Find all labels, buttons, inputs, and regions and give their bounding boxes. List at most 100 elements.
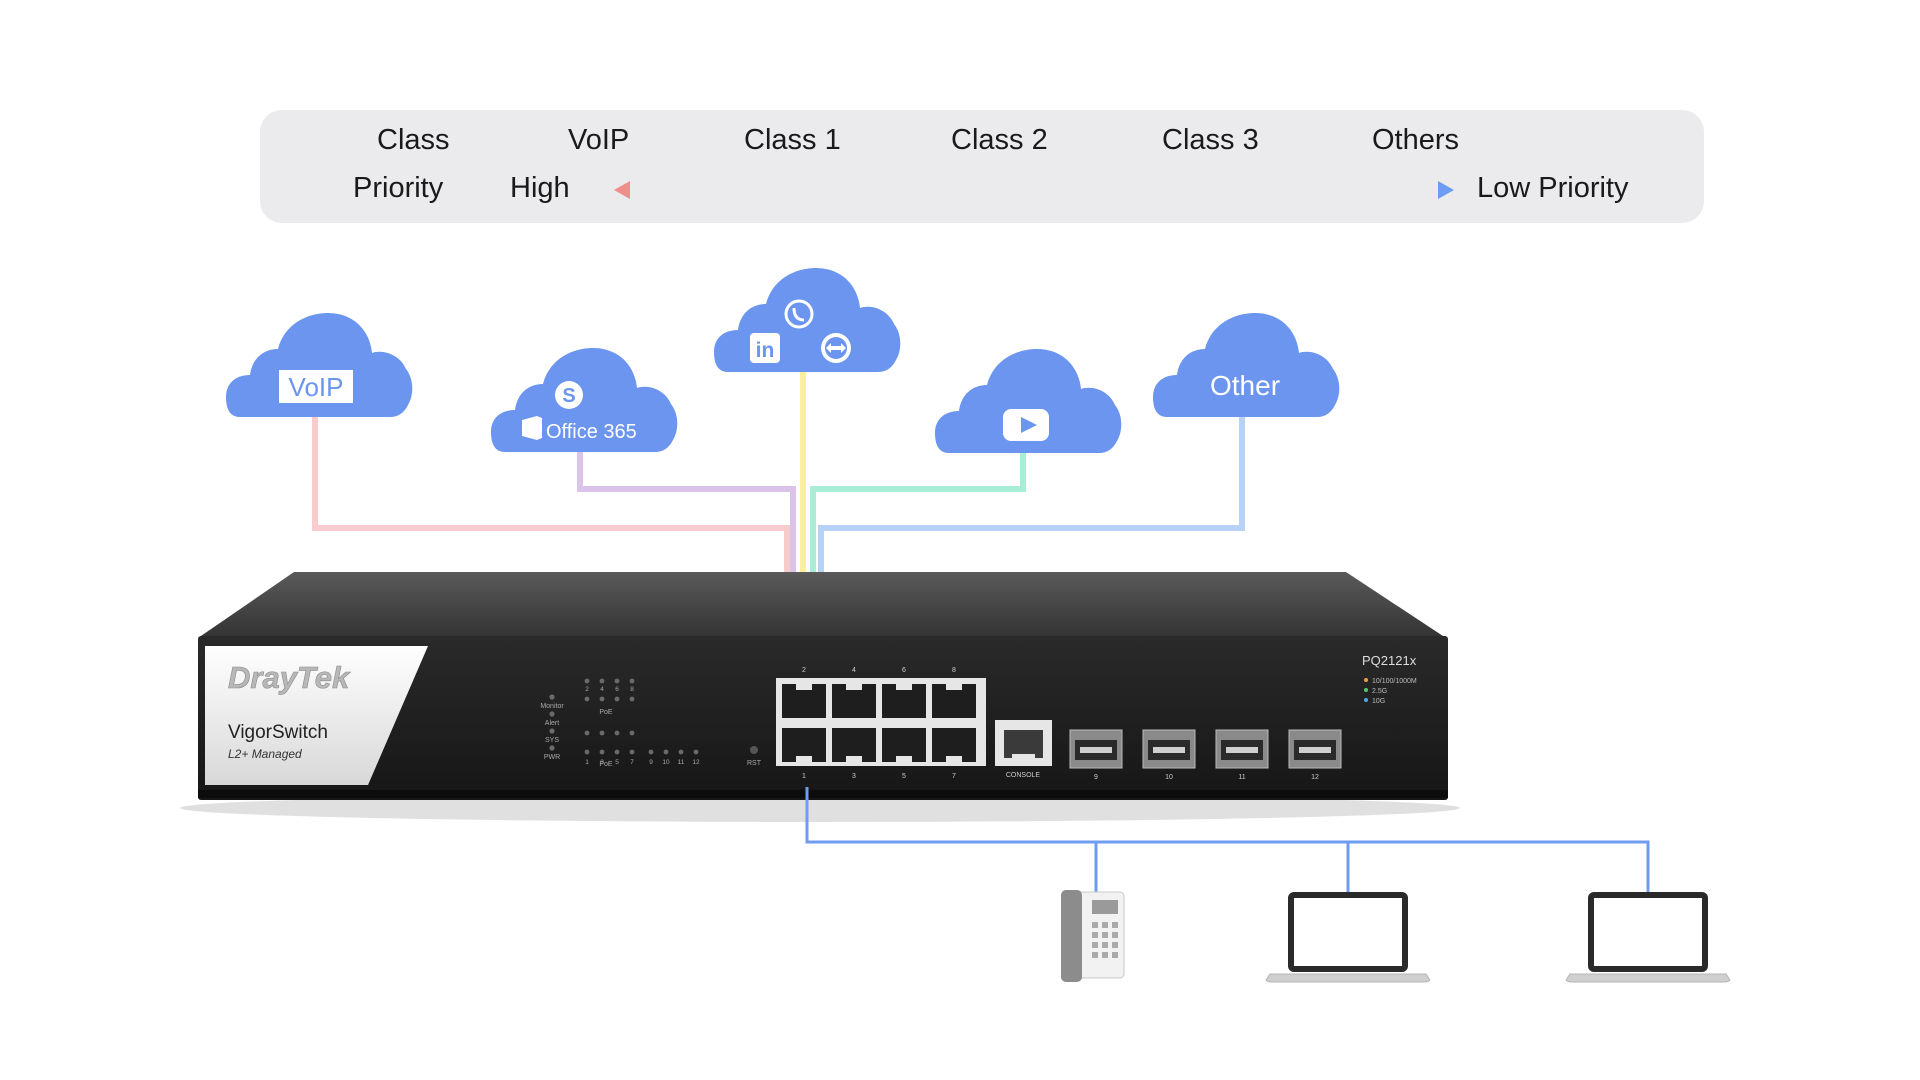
- port-led: [584, 749, 590, 755]
- sfp-port-11[interactable]: [1215, 729, 1269, 769]
- reset-button[interactable]: [750, 746, 758, 754]
- lan-lines: [805, 787, 1650, 892]
- other-cloud-label: Other: [1210, 370, 1280, 401]
- draytek-logo: DrayTek: [228, 660, 351, 695]
- cloud-youtube: [935, 349, 1122, 453]
- priority-legend-bar: Class VoIP Class 1 Class 2 Class 3 Other…: [260, 110, 1704, 223]
- port-number-label: 4: [852, 667, 856, 674]
- svg-text:in: in: [756, 339, 775, 362]
- class-3-label: Class 3: [1162, 124, 1259, 156]
- led-number-label: 4: [600, 686, 604, 693]
- class-others-label: Others: [1372, 124, 1460, 156]
- port-number-label: 8: [952, 667, 956, 674]
- sfp-number-label: 10: [1165, 774, 1173, 781]
- led-pwr: [549, 745, 555, 751]
- rj45-port-bottom-3[interactable]: [832, 728, 876, 762]
- led-number-label: 3: [600, 759, 604, 766]
- office-cloud-label: Office 365: [546, 421, 637, 443]
- linkedin-icon: [750, 333, 780, 363]
- port-number-label: 3: [852, 773, 856, 780]
- skype-icon: [555, 381, 583, 409]
- switch-chassis: DrayTek VigorSwitch L2+ Managed PQ2121x …: [180, 572, 1460, 822]
- rj45-port-top-6[interactable]: [882, 684, 926, 718]
- port-number-label: 7: [952, 773, 956, 780]
- sfp-number-label: 11: [1238, 774, 1245, 781]
- sfp-number-label: 9: [1094, 774, 1098, 781]
- led-alert-label: Alert: [545, 720, 559, 727]
- led-sys: [549, 728, 555, 734]
- laptop-icon: [1565, 892, 1731, 983]
- rj45-port-bottom-1[interactable]: [782, 728, 826, 762]
- led-number-label: 11: [678, 759, 685, 766]
- led-number-label: 10: [662, 759, 670, 766]
- led-monitor: [549, 694, 555, 700]
- cloud-office365: S Office 365: [491, 348, 678, 452]
- high-priority-label: High: [510, 172, 570, 204]
- led-monitor-label: Monitor: [540, 703, 564, 710]
- port-led: [614, 696, 620, 702]
- rj45-port-top-8[interactable]: [932, 684, 976, 718]
- port-led: [584, 678, 590, 684]
- led-sys-label: SYS: [545, 737, 559, 744]
- cloud-voip: VoIP: [226, 313, 413, 417]
- model-label: PQ2121x: [1362, 653, 1417, 668]
- voip-badge: [279, 370, 353, 403]
- port-led: [614, 749, 620, 755]
- cloud-other: Other: [1153, 313, 1340, 417]
- poe-label-bottom: PoE: [599, 761, 613, 768]
- class-1-label: Class 1: [744, 124, 841, 156]
- low-priority-label: Low Priority: [1477, 172, 1629, 204]
- speed-legend: 10/100/1000M 2.5G 10G: [1364, 678, 1417, 705]
- svg-text:S: S: [562, 385, 575, 407]
- led-number-label: 1: [585, 759, 589, 766]
- rj45-port-bottom-7[interactable]: [932, 728, 976, 762]
- laptop-icon: [1265, 892, 1431, 983]
- sfp-port-10[interactable]: [1142, 729, 1196, 769]
- rj45-port-top-4[interactable]: [832, 684, 876, 718]
- port-number-label: 1: [802, 773, 806, 780]
- led-number-label: 6: [615, 686, 619, 693]
- led-number-label: 7: [630, 759, 634, 766]
- speed-dot-10g: [1364, 698, 1368, 702]
- priority-row-label: Priority: [353, 172, 444, 204]
- console-label: CONSOLE: [1006, 772, 1041, 779]
- speed-dot-2g5: [1364, 688, 1368, 692]
- arrow-left-head: [614, 181, 630, 199]
- rj45-port-top-2[interactable]: [782, 684, 826, 718]
- rj45-port-bottom-5[interactable]: [882, 728, 926, 762]
- port-led: [614, 730, 620, 736]
- led-number-label: 12: [692, 759, 700, 766]
- switch-subtitle: L2+ Managed: [228, 747, 302, 761]
- port-led: [629, 749, 635, 755]
- led-alert: [549, 711, 555, 717]
- desk-phone-icon: [1061, 890, 1125, 982]
- port-led: [599, 730, 605, 736]
- class-voip-label: VoIP: [568, 124, 630, 156]
- port-number-label: 6: [902, 667, 906, 674]
- voip-cloud-label: VoIP: [289, 372, 344, 402]
- switch-top-face: [198, 572, 1446, 638]
- switch-name: VigorSwitch: [228, 722, 328, 743]
- sfp-port-9[interactable]: [1069, 729, 1123, 769]
- speed-2g5-label: 2.5G: [1372, 688, 1387, 695]
- cloud-apps: in: [714, 268, 901, 372]
- led-number-label: 2: [585, 686, 589, 693]
- speed-10g-label: 10G: [1372, 698, 1385, 705]
- port-led: [678, 749, 684, 755]
- class-2-label: Class 2: [951, 124, 1048, 156]
- poe-label-top: PoE: [599, 709, 613, 716]
- lan-trunk-line: [805, 787, 1650, 892]
- sfp-port-12[interactable]: [1288, 729, 1342, 769]
- led-pwr-label: PWR: [544, 754, 560, 761]
- reset-label: RST: [747, 760, 762, 767]
- port-led: [599, 678, 605, 684]
- brand-plate: [205, 646, 428, 785]
- port-led: [584, 730, 590, 736]
- priority-arrow: [614, 181, 1454, 199]
- status-leds: Monitor Alert SYS PWR: [540, 694, 564, 761]
- port-led: [629, 696, 635, 702]
- port-led: [629, 678, 635, 684]
- port-led: [584, 696, 590, 702]
